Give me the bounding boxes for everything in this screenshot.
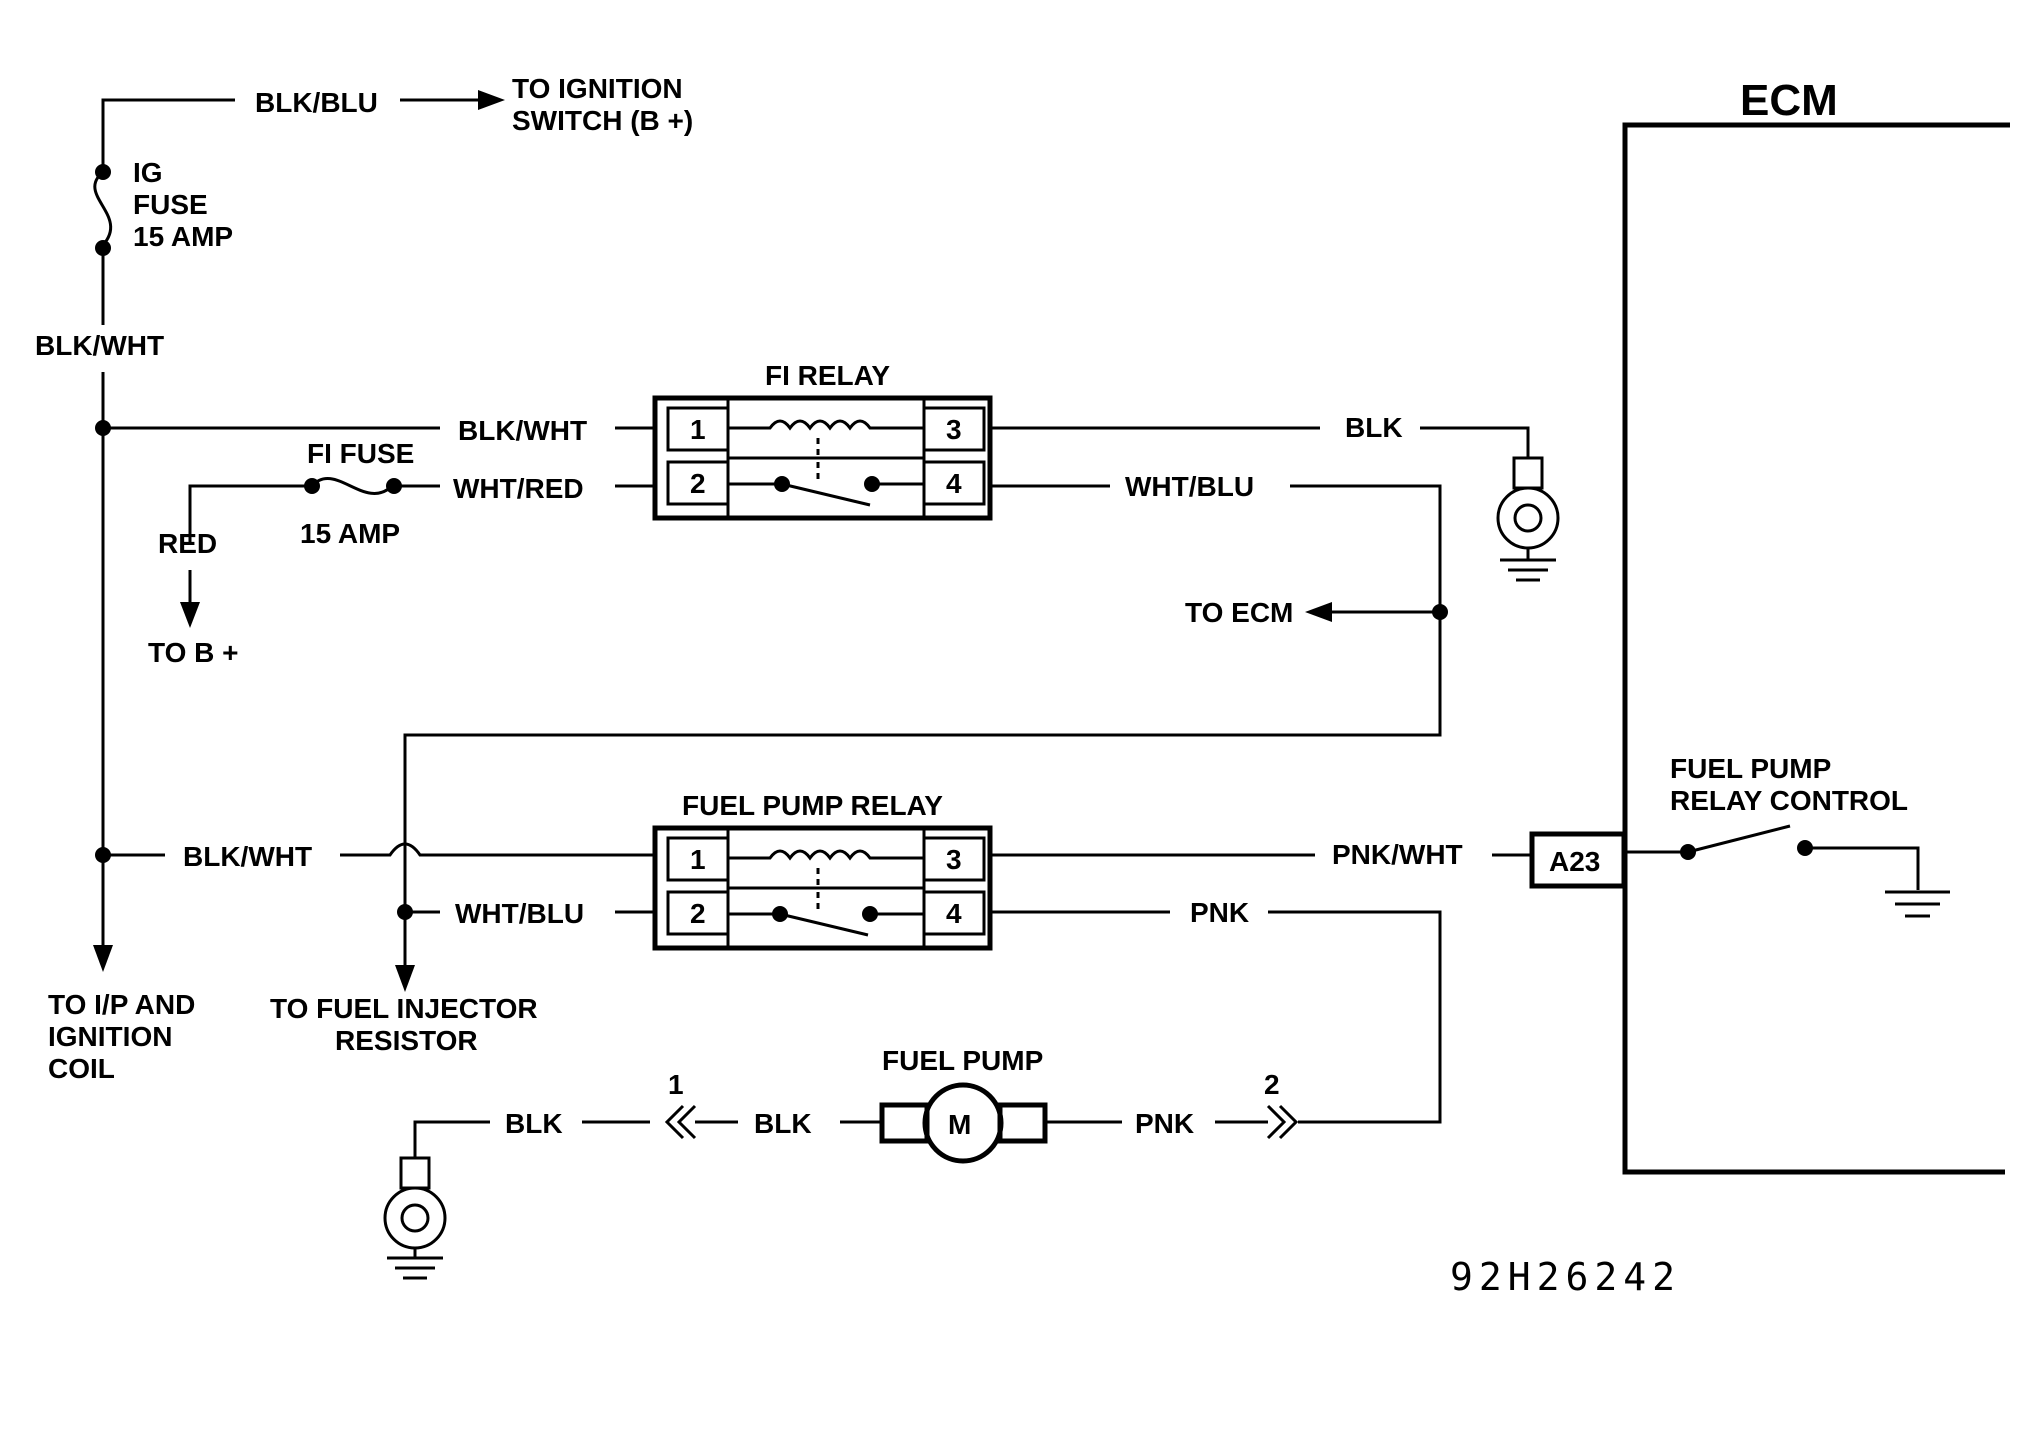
fuel-pump-relay-wiring: BLK/WHT WHT/BLU TO FUEL INJECTOR RESISTO…	[103, 839, 1532, 1124]
ecm-ground-icon	[1885, 890, 1950, 918]
fi-pin2-wire-label: WHT/RED	[453, 473, 584, 504]
fpr-pin3-wire-label: PNK/WHT	[1332, 839, 1463, 870]
fi-fuse-source-wire: RED	[158, 528, 217, 559]
arrow-down-icon	[93, 945, 113, 972]
fuel-pump-right-wire: PNK	[1135, 1108, 1194, 1139]
fpr-pin4-wire-label: PNK	[1190, 897, 1249, 928]
fi-fuse-title: FI FUSE	[307, 438, 414, 469]
motor-icon	[922, 1082, 1004, 1164]
arrow-left-icon	[1305, 602, 1332, 622]
ecm-switch-label-2: RELAY CONTROL	[1670, 785, 1908, 816]
ecm-module: ECM A23 FUEL PUMP RELAY CONTROL	[1529, 76, 2010, 1175]
ecm-pin-box	[1529, 831, 1627, 889]
fuel-pump-relay: FUEL PUMP RELAY 1 2 3 4	[652, 790, 993, 951]
fuse-icon	[93, 170, 112, 247]
ignition-feed: BLK/BLU TO IGNITION SWITCH (B +)	[101, 73, 693, 168]
fi-relay-pin-4: 4	[946, 468, 962, 499]
connector-icon	[1266, 1104, 1299, 1140]
arrow-right-icon	[478, 90, 505, 110]
fpr-contact-icon	[728, 906, 924, 937]
ecm-relay-control-switch	[1625, 824, 1920, 890]
fi-relay-pin-3: 3	[946, 414, 962, 445]
fi-pin3-wire-label: BLK	[1345, 412, 1403, 443]
fi-pin1-wire-label: BLK/WHT	[458, 415, 587, 446]
fuel-pump-motor-label: M	[948, 1109, 971, 1140]
fpr-pin-3: 3	[946, 844, 962, 875]
ig-fuse-line-1: IG	[133, 157, 163, 188]
fuel-pump: FUEL PUMP M PNK 2 BLK 1 BLK	[413, 1045, 1299, 1164]
fuel-pump-relay-title: FUEL PUMP RELAY	[682, 790, 943, 821]
ecm-switch-label-1: FUEL PUMP	[1670, 753, 1831, 784]
ig-fuse-line-3: 15 AMP	[133, 221, 233, 252]
fi-fuse-source-dest: TO B +	[148, 637, 239, 668]
figure-code: 92H26242	[1450, 1255, 1681, 1299]
connector-icon	[664, 1104, 697, 1140]
fi-relay-wiring: BLK/WHT FI FUSE 15 AMP RED TO B + WHT/RE…	[103, 412, 1530, 975]
main-bus: BLK/WHT TO I/P AND IGNITION COIL	[35, 248, 195, 1084]
conn1-pin-label: 1	[668, 1069, 684, 1100]
top-dest-line-2: SWITCH (B +)	[512, 105, 693, 136]
fi-pin4-wire-label: WHT/BLU	[1125, 471, 1254, 502]
arrow-down-icon	[180, 602, 200, 628]
ecm-title: ECM	[1740, 76, 1838, 125]
injector-dest-line-1: TO FUEL INJECTOR	[270, 993, 538, 1024]
injector-dest-line-2: RESISTOR	[335, 1025, 478, 1056]
top-wire-label: BLK/BLU	[255, 87, 378, 118]
to-ecm-label: TO ECM	[1185, 597, 1293, 628]
fi-relay-title: FI RELAY	[765, 360, 890, 391]
top-dest-line-1: TO IGNITION	[512, 73, 683, 104]
ground-icon	[383, 1156, 447, 1280]
conn1-wire-label: BLK	[505, 1108, 563, 1139]
ecm-pin-label: A23	[1549, 846, 1600, 877]
fi-fuse-icon	[310, 477, 394, 495]
wire-crossover	[340, 842, 655, 857]
left-dest-line-3: COIL	[48, 1053, 115, 1084]
fi-relay-coil-icon	[728, 419, 924, 480]
ig-fuse: IG FUSE 15 AMP	[93, 157, 233, 256]
ground-icon	[1496, 456, 1560, 582]
fpr-coil-icon	[728, 849, 924, 910]
fpr-pin1-wire-label: BLK/WHT	[183, 841, 312, 872]
fi-relay-pin-2: 2	[690, 468, 706, 499]
fi-relay-contact-icon	[728, 476, 924, 507]
fi-relay: FI RELAY 1 2 3 4	[652, 360, 993, 521]
fpr-pin-4: 4	[946, 898, 962, 929]
fpr-pin-2: 2	[690, 898, 706, 929]
fpr-pin2-wire-label: WHT/BLU	[455, 898, 584, 929]
left-wire-label: BLK/WHT	[35, 330, 164, 361]
fi-relay-pin-1: 1	[690, 414, 706, 445]
ig-fuse-line-2: FUSE	[133, 189, 208, 220]
left-dest-line-2: IGNITION	[48, 1021, 172, 1052]
fpr-pin-1: 1	[690, 844, 706, 875]
conn2-pin-label: 2	[1264, 1069, 1280, 1100]
fi-fuse-rating: 15 AMP	[300, 518, 400, 549]
fuel-pump-title: FUEL PUMP	[882, 1045, 1043, 1076]
fuel-pump-left-wire: BLK	[754, 1108, 812, 1139]
arrow-down-icon	[395, 965, 415, 992]
left-dest-line-1: TO I/P AND	[48, 989, 195, 1020]
